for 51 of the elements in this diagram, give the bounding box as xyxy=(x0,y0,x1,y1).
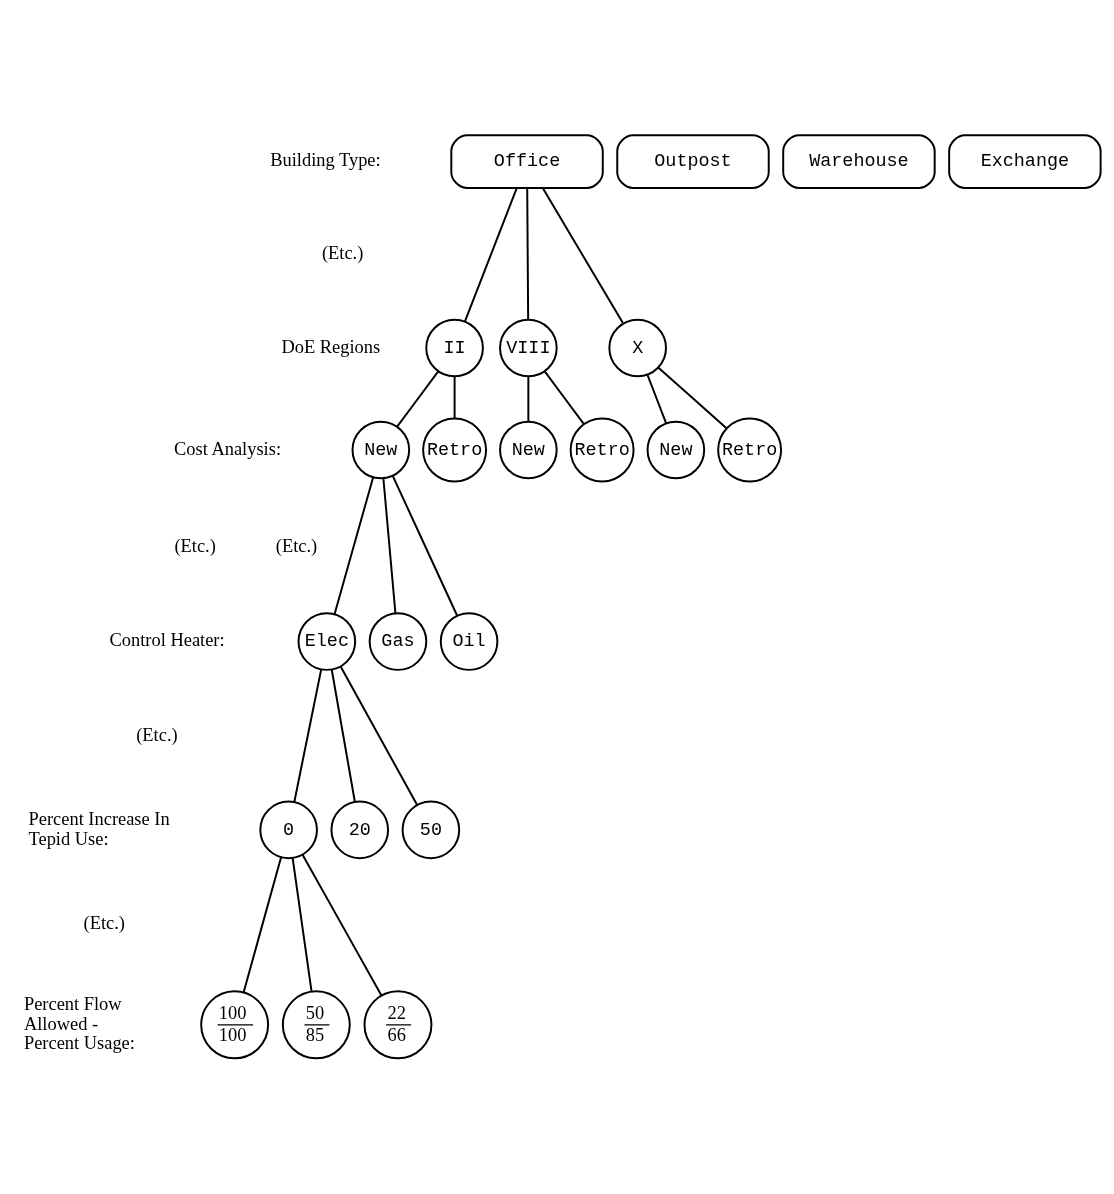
label: Building Type: xyxy=(270,149,381,170)
label: Percent Flow Allowed - Percent Usage: xyxy=(23,993,135,1053)
node-circle: VIII xyxy=(499,318,558,377)
connector xyxy=(463,186,518,322)
node-circle: New xyxy=(646,420,706,479)
label: (Etc.) xyxy=(83,912,125,933)
label: (Etc.) xyxy=(321,242,364,263)
connector xyxy=(541,186,624,324)
connector xyxy=(391,474,459,616)
connector xyxy=(330,668,356,802)
connector xyxy=(293,667,323,803)
node-box: Office xyxy=(450,133,604,189)
node-circle: Retro xyxy=(422,417,488,482)
label: Cost Analysis: xyxy=(174,438,282,459)
connector xyxy=(301,853,383,996)
node-circle: 22 66 xyxy=(363,989,433,1059)
node-circle: 20 xyxy=(330,800,390,859)
node-box: Outpost xyxy=(616,133,770,189)
connector xyxy=(646,373,668,424)
connector xyxy=(453,374,456,419)
connector xyxy=(291,856,313,993)
connector xyxy=(526,186,530,320)
node-circle: Elec xyxy=(297,611,357,671)
connector xyxy=(396,369,440,428)
connector xyxy=(333,475,375,615)
connector xyxy=(527,374,530,423)
label: Control Heater: xyxy=(109,629,225,650)
connector xyxy=(657,366,728,429)
node-box: Exchange xyxy=(948,133,1102,189)
node-box: Warehouse xyxy=(782,133,936,189)
connector xyxy=(382,476,397,614)
node-circle: Oil xyxy=(439,611,499,671)
node-circle: New xyxy=(499,420,558,479)
node-circle: II xyxy=(425,318,484,377)
label: DoE Regions xyxy=(281,336,381,357)
node-circle: New xyxy=(351,420,411,479)
label: Percent Increase In Tepid Use: xyxy=(28,808,170,849)
label: (Etc.) xyxy=(275,535,318,556)
label: (Etc.) xyxy=(136,724,178,745)
connector xyxy=(543,369,585,425)
node-circle: Gas xyxy=(368,611,428,671)
node-circle: 0 xyxy=(259,800,318,859)
node-circle: X xyxy=(608,318,667,377)
connector xyxy=(242,855,282,993)
connector xyxy=(339,665,418,806)
node-circle: 50 85 xyxy=(281,989,351,1059)
node-circle: Retro xyxy=(569,417,635,482)
node-circle: 100 100 xyxy=(200,989,270,1059)
node-circle: Retro xyxy=(717,417,783,482)
node-circle: 50 xyxy=(401,800,461,859)
label: (Etc.) xyxy=(174,535,216,556)
